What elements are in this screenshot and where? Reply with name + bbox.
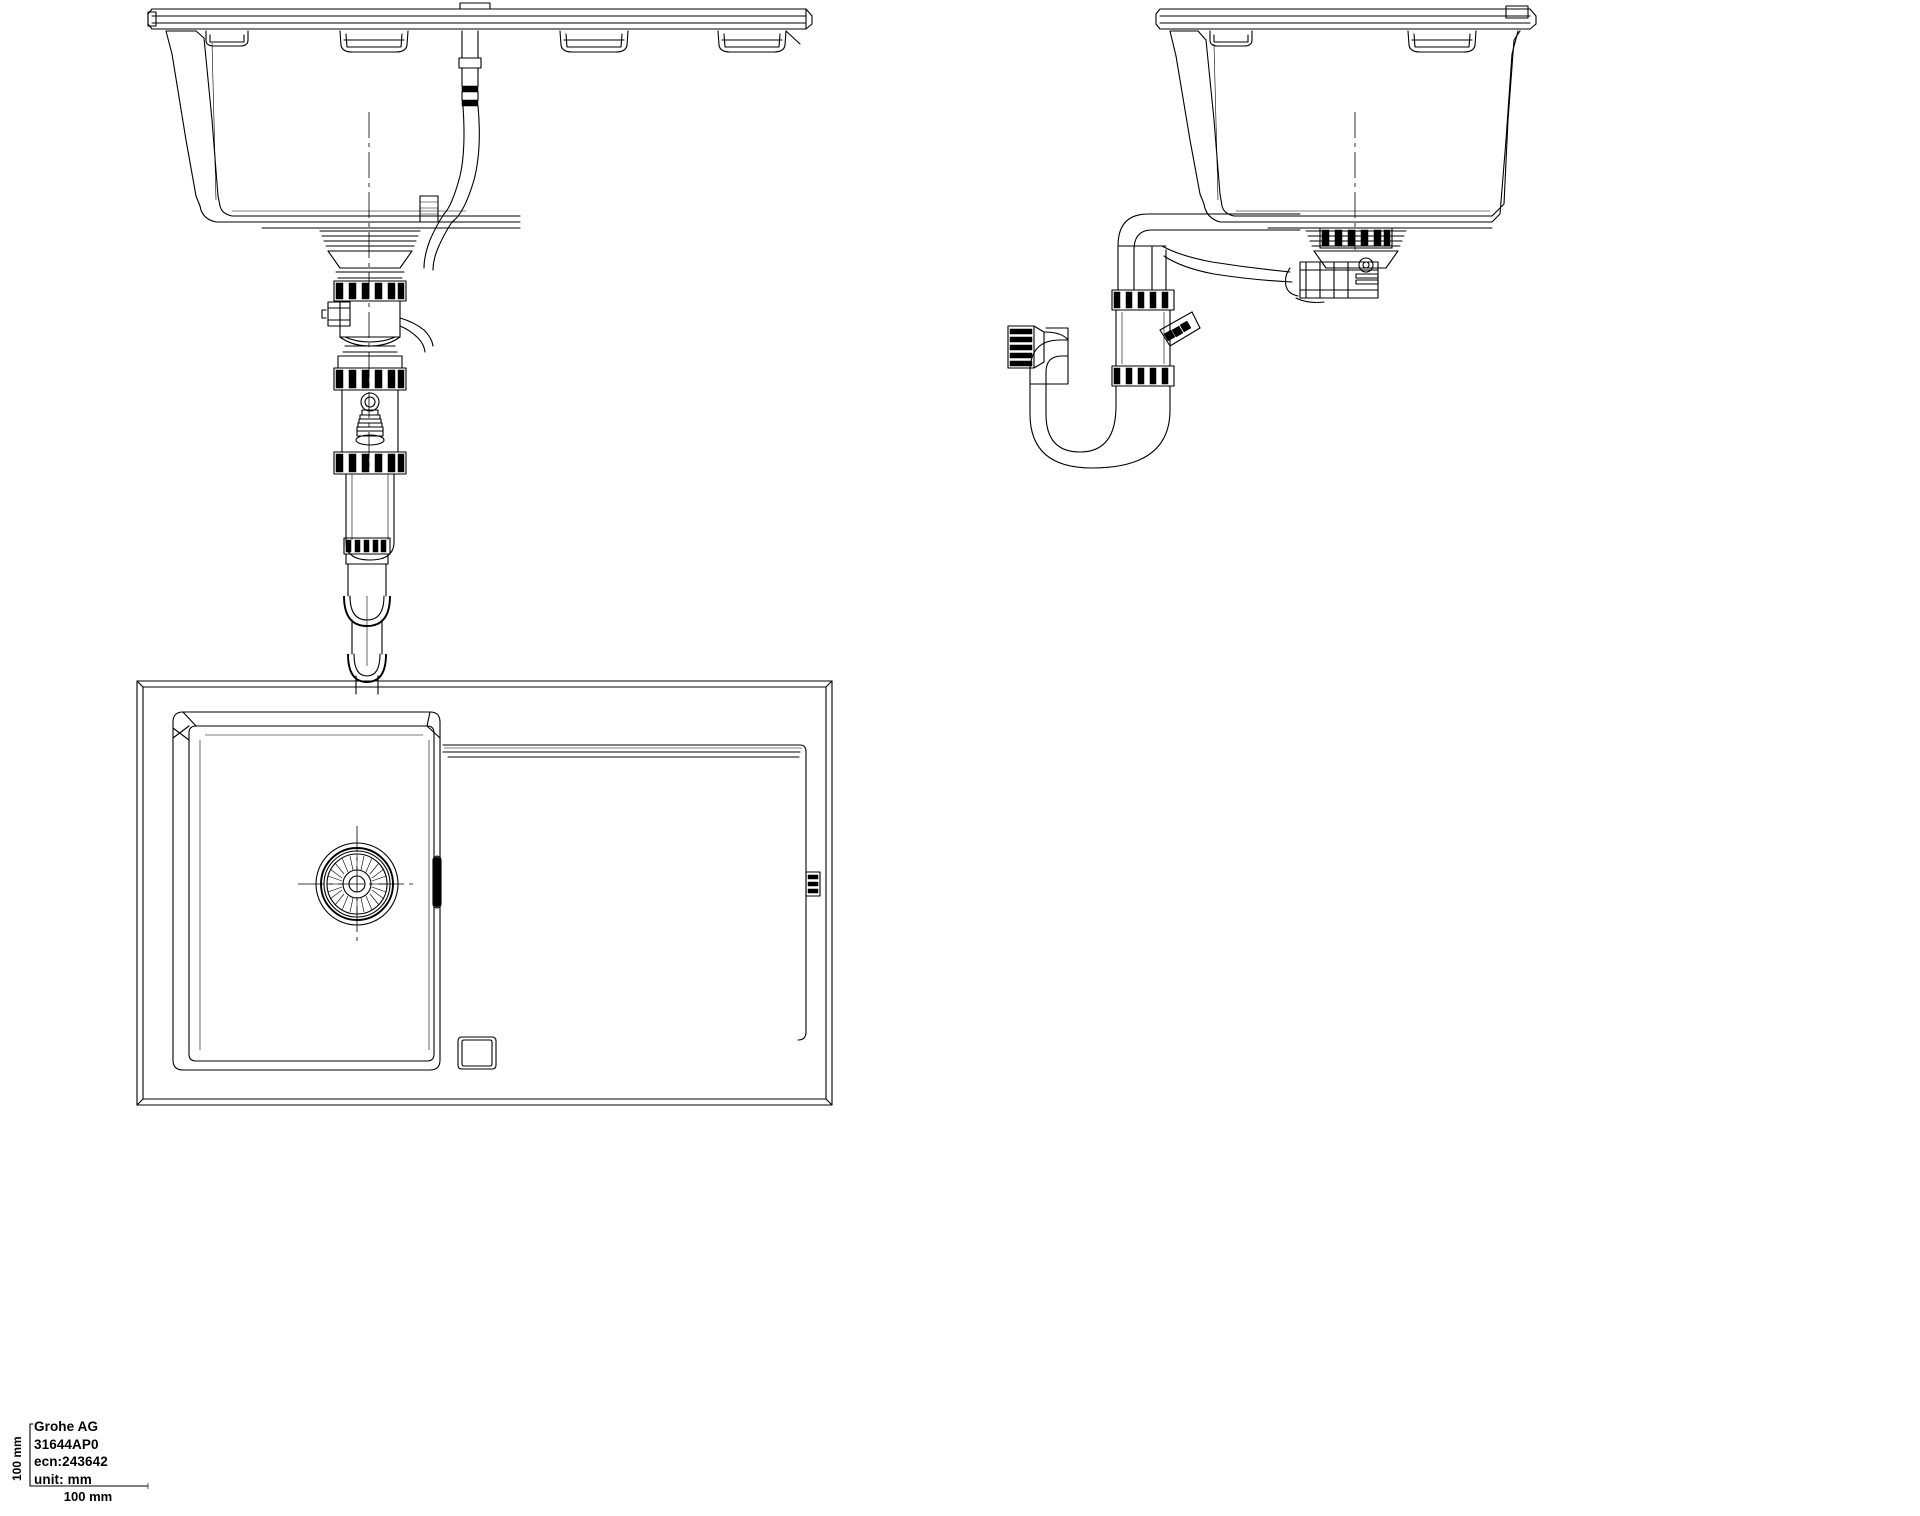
mounting-clip-mid (339, 30, 409, 53)
sink-basin-plan (172, 711, 441, 1071)
waste-elbow (1117, 213, 1301, 291)
drainboard (442, 744, 807, 1041)
strainer-locknut (333, 280, 407, 302)
bottle-trap (321, 300, 434, 353)
overflow-connector (1284, 257, 1379, 304)
horizontal-scale-label: 100 mm (63, 1489, 113, 1504)
tailpipe-nut (333, 451, 407, 475)
tailpipe (345, 473, 395, 561)
article-number: 31644AP0 (34, 1436, 99, 1452)
mounting-clip-right (559, 30, 629, 53)
sink-outer-rim (136, 680, 833, 1106)
sink-basin-side (1169, 30, 1521, 229)
sink-basin (165, 30, 521, 229)
rim-overflow-outlet (805, 871, 821, 897)
faucet-ledge-side (1155, 5, 1537, 30)
trap-lower-collar (333, 345, 407, 391)
mounting-clip-side-mid (1407, 30, 1477, 53)
u-bend (1029, 385, 1171, 469)
trap-outlet (1007, 325, 1069, 399)
drain-strainer (319, 230, 421, 279)
strainer-locknut-side (1319, 227, 1393, 249)
appliance-hose-connector (1159, 311, 1201, 347)
manufacturer-name: Grohe AG (34, 1419, 99, 1434)
front-section-view (147, 2, 813, 561)
trap-nut-lower (1111, 365, 1175, 387)
mounting-clip-far-right (717, 30, 801, 53)
overflow-hose (419, 30, 482, 271)
plan-view (136, 537, 833, 1106)
tailpipe-adjuster (341, 389, 399, 453)
bottle-trap-side (1115, 309, 1171, 367)
title-block: Grohe AG 31644AP0 ecn:243642 unit: mm (34, 1418, 214, 1488)
mounting-clip-side-left (1209, 30, 1253, 47)
basin-corner-feature (457, 1036, 497, 1070)
unit-label: unit: mm (34, 1471, 92, 1487)
trap-plan (343, 537, 391, 695)
scale-bars (29, 1423, 149, 1489)
drain-strainer-plan (298, 826, 416, 944)
overflow-slot (432, 855, 442, 909)
ecn-number: ecn:243642 (34, 1454, 108, 1469)
faucet-ledge (147, 8, 813, 30)
side-section-view (1007, 5, 1537, 469)
trap-nut-upper (1111, 289, 1175, 311)
mounting-clip-left (205, 30, 249, 47)
tap-boss (459, 2, 491, 10)
vertical-scale-label: 100 mm (10, 1436, 24, 1482)
overflow-hose-side (1161, 245, 1293, 283)
